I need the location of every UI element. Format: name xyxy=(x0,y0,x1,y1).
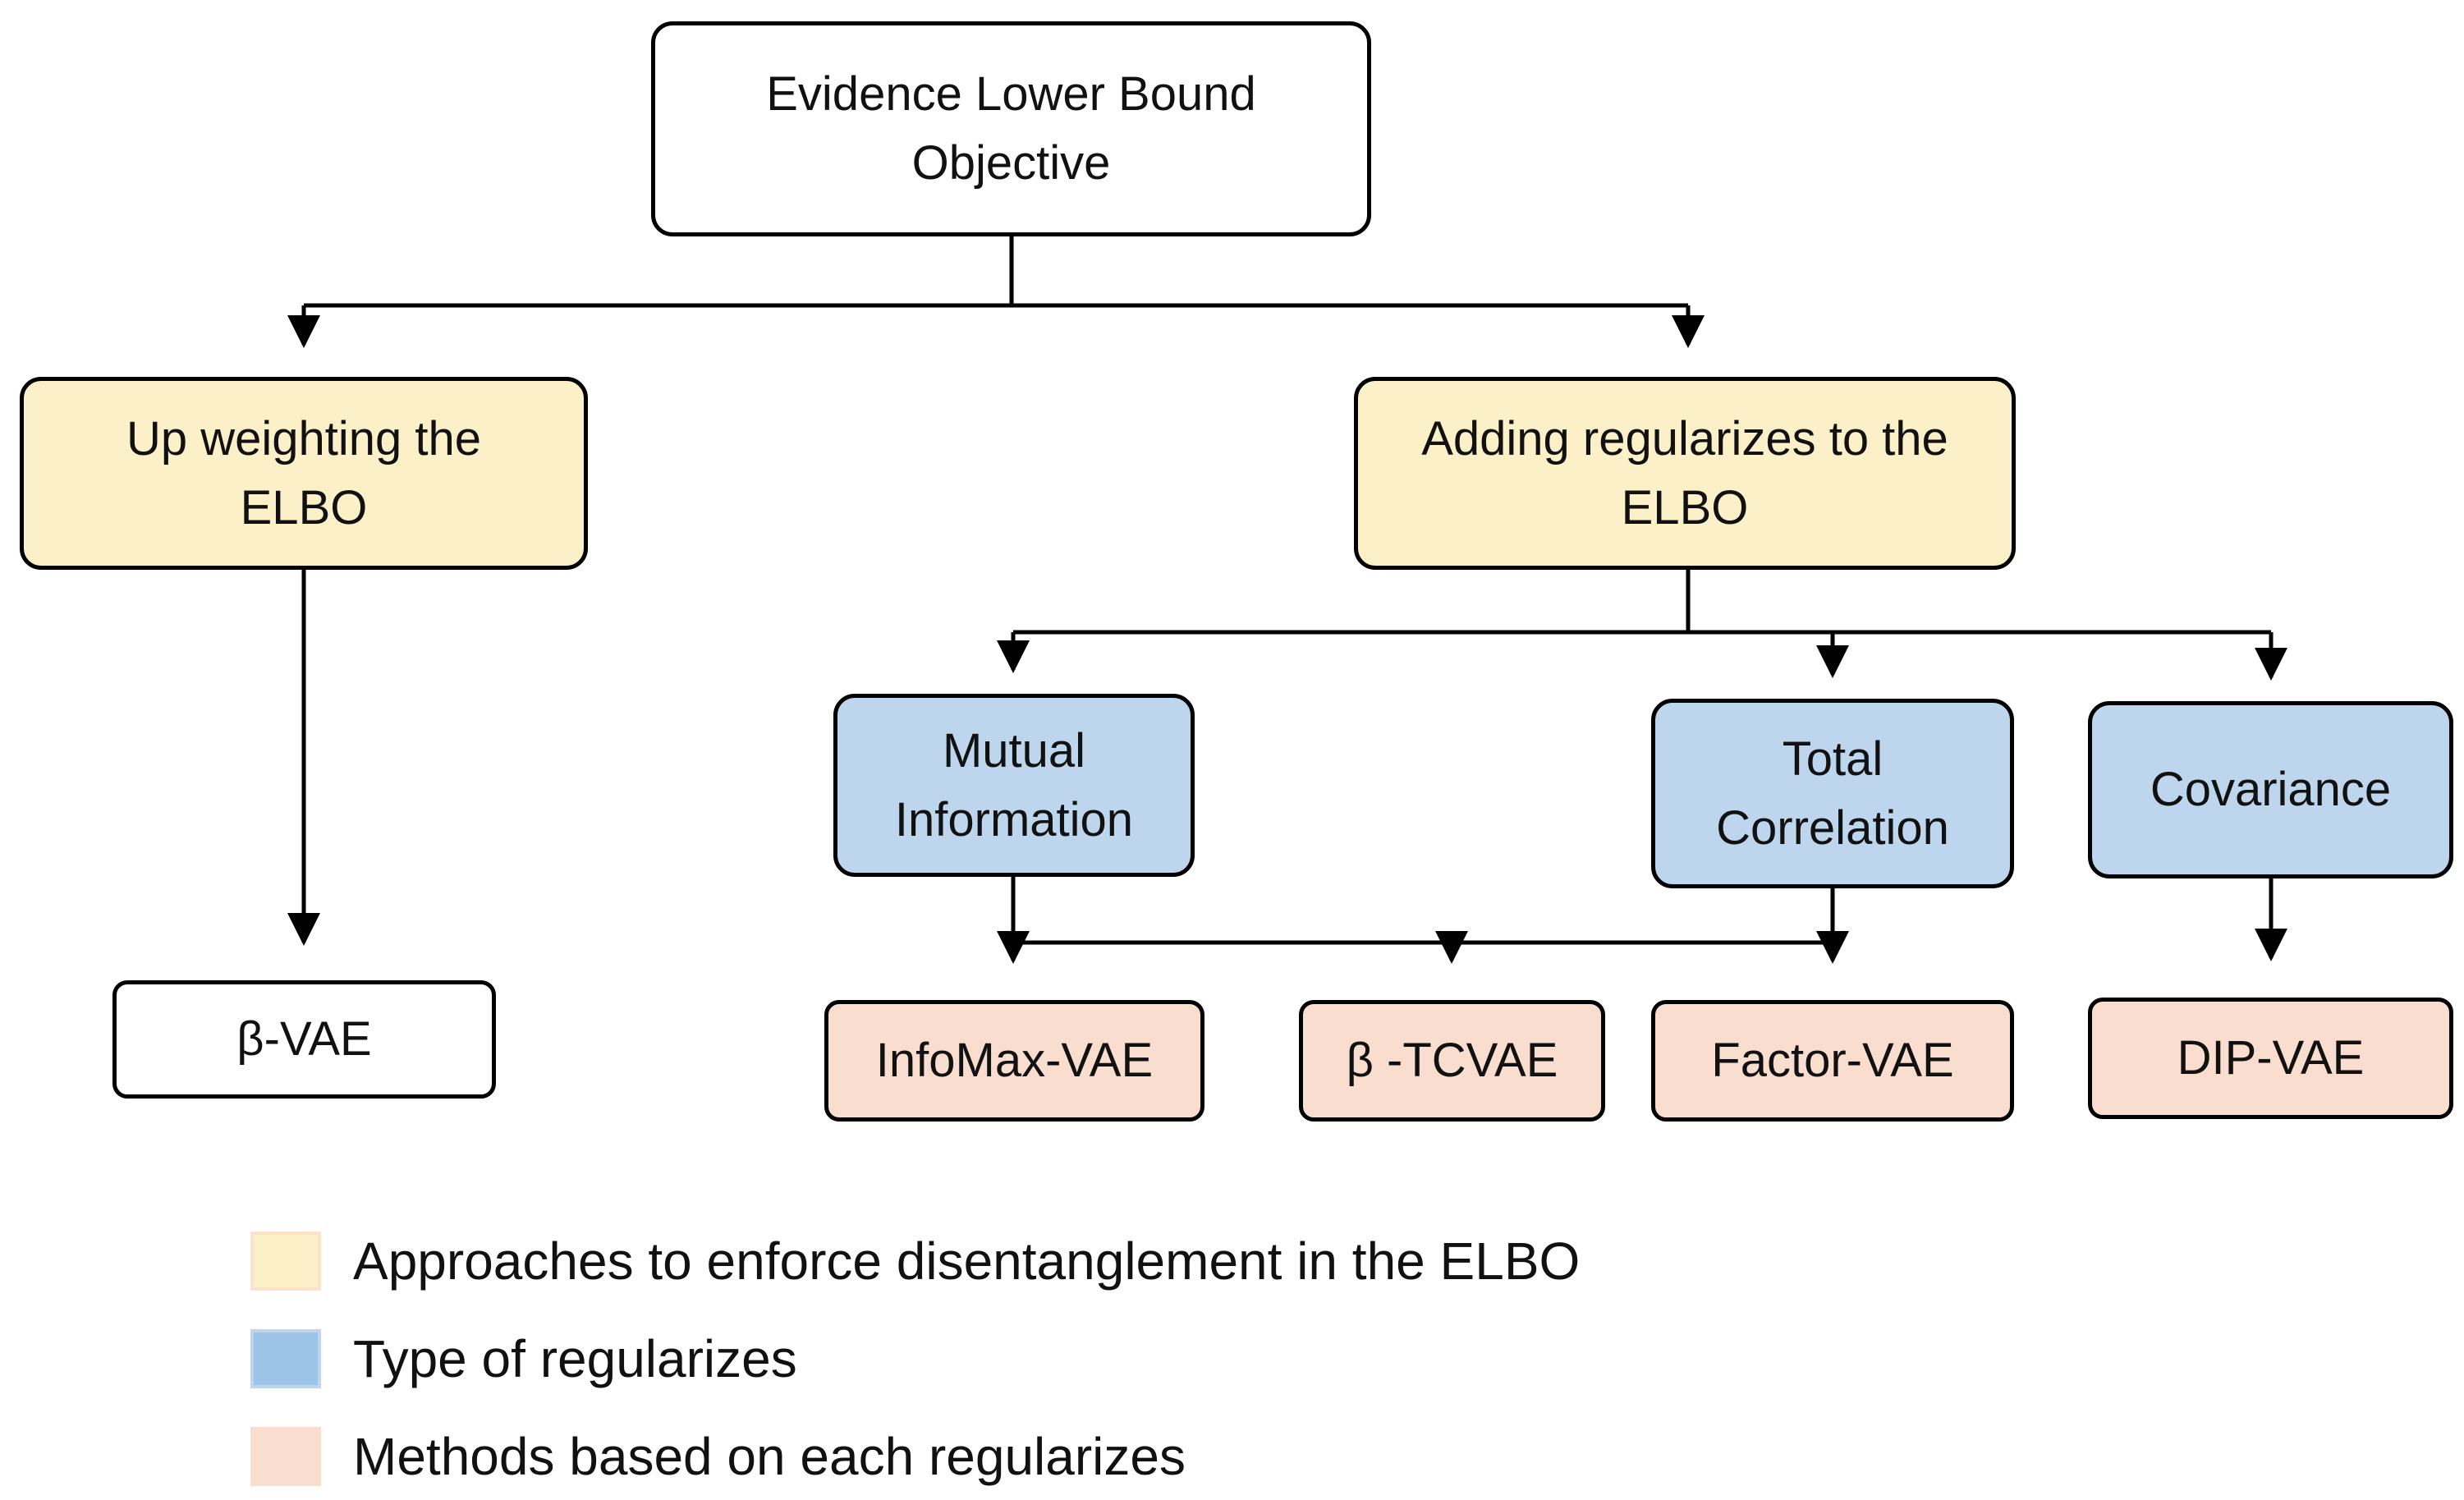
node-beta-tcvae: β -TCVAE xyxy=(1299,1000,1605,1122)
node-beta-vae-label: β-VAE xyxy=(236,1012,372,1066)
node-factor-vae-label: Factor-VAE xyxy=(1711,1034,1954,1087)
node-elbo-objective-line1: Evidence Lower Bound xyxy=(766,67,1256,121)
node-up-weighting-line1: Up weighting the xyxy=(126,411,482,466)
legend-label-methods: Methods based on each regularizes xyxy=(353,1427,1186,1486)
node-factor-vae: Factor-VAE xyxy=(1651,1000,2014,1122)
node-covariance: Covariance xyxy=(2088,701,2453,878)
legend-label-regularizer-types: Type of regularizes xyxy=(353,1329,797,1388)
node-dip-vae: DIP-VAE xyxy=(2088,998,2453,1119)
node-elbo-objective-line2: Objective xyxy=(911,136,1111,190)
node-infomax-vae-label: InfoMax-VAE xyxy=(875,1034,1154,1087)
node-adding-regularizers: Adding regularizes to the ELBO xyxy=(1354,377,2016,570)
legend-label-approaches: Approaches to enforce disentanglement in… xyxy=(353,1232,1581,1291)
node-elbo-objective: Evidence Lower Bound Objective xyxy=(651,21,1371,236)
node-dip-vae-label: DIP-VAE xyxy=(2177,1031,2365,1085)
node-total-correlation: Total Correlation xyxy=(1651,699,2014,888)
legend-swatch-methods xyxy=(250,1427,321,1486)
node-mutual-information-line1: Mutual xyxy=(942,723,1086,778)
node-covariance-label: Covariance xyxy=(2150,763,2392,816)
legend-swatch-approaches xyxy=(250,1232,321,1291)
node-up-weighting: Up weighting the ELBO xyxy=(20,377,588,570)
node-beta-vae: β-VAE xyxy=(112,980,496,1099)
node-total-correlation-line2: Correlation xyxy=(1716,800,1949,855)
legend-swatch-regularizer-types xyxy=(250,1329,321,1388)
node-mutual-information-line2: Information xyxy=(894,792,1134,846)
node-up-weighting-line2: ELBO xyxy=(240,480,368,534)
node-total-correlation-line1: Total xyxy=(1782,732,1884,786)
node-mutual-information: Mutual Information xyxy=(833,694,1195,877)
node-adding-regularizers-line1: Adding regularizes to the xyxy=(1421,411,1948,466)
node-beta-tcvae-label: β -TCVAE xyxy=(1346,1034,1558,1087)
node-infomax-vae: InfoMax-VAE xyxy=(824,1000,1204,1122)
node-adding-regularizers-line2: ELBO xyxy=(1621,480,1749,534)
